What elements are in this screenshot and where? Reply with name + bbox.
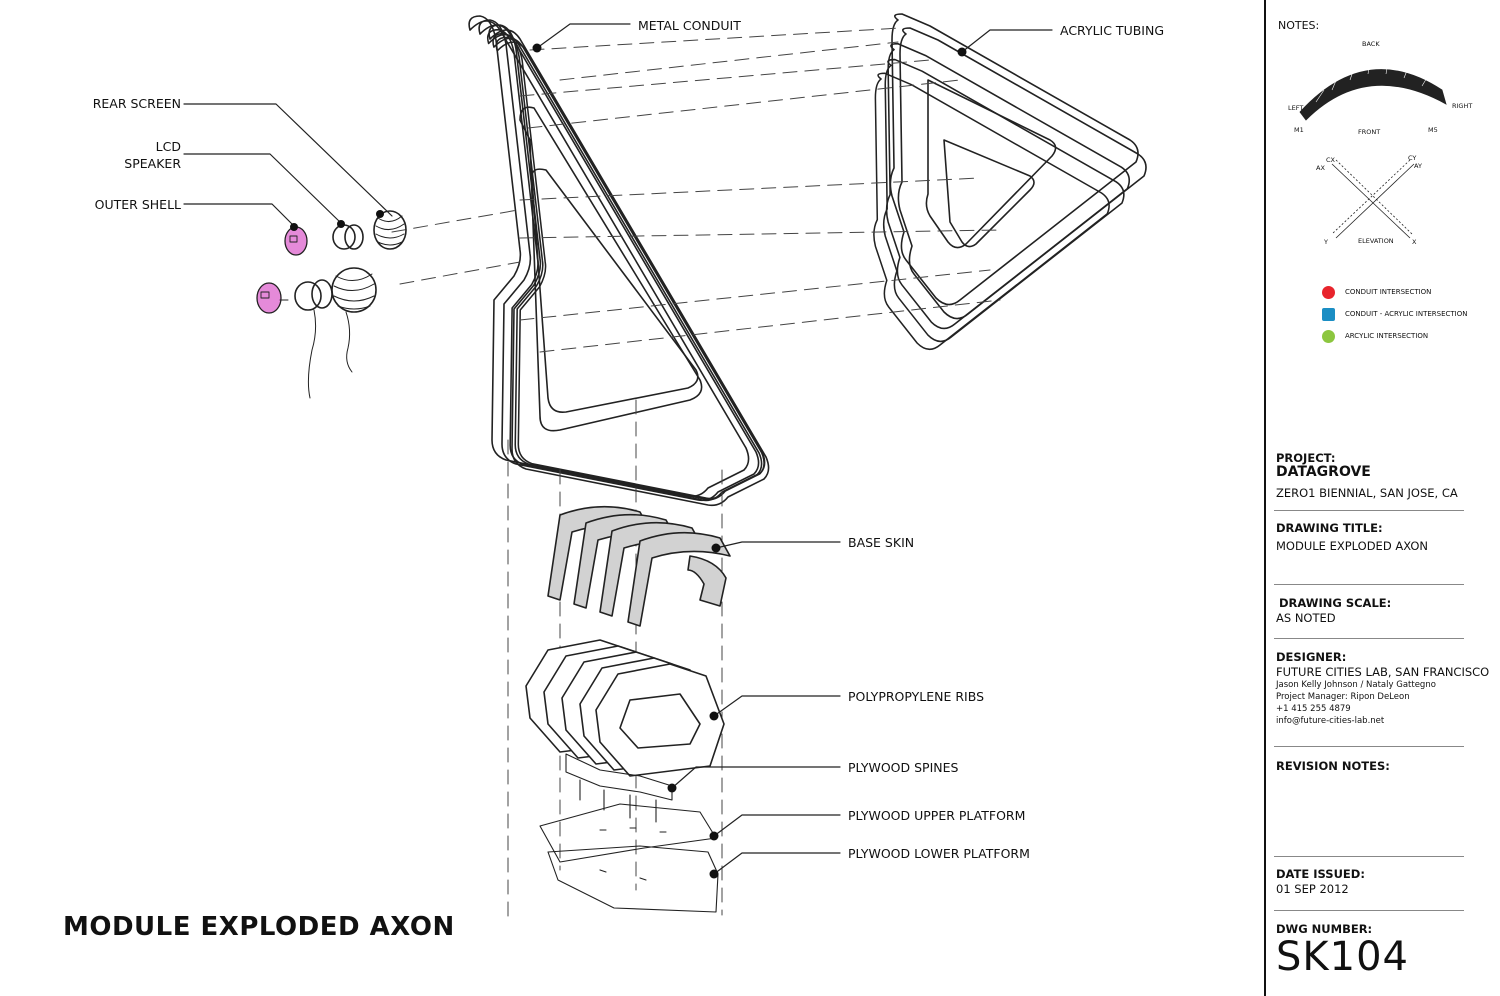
plywood-lower-platform xyxy=(547,845,719,913)
label-lcd: LCD xyxy=(156,139,181,154)
polypropylene-ribs xyxy=(525,639,725,777)
legend-label: CONDUIT INTERSECTION xyxy=(1345,288,1432,296)
elev-cx: CX xyxy=(1326,156,1336,164)
projection-lines xyxy=(391,27,1001,921)
elev-ay: AY xyxy=(1414,162,1422,170)
label-metal-conduit: METAL CONDUIT xyxy=(638,18,741,33)
legend-label: CONDUIT - ACRYLIC INTERSECTION xyxy=(1345,310,1468,318)
plan-m1: M1 xyxy=(1294,126,1304,134)
elev-cy: CY xyxy=(1408,154,1416,162)
legend-swatch xyxy=(1322,329,1335,343)
elevation-diagram: CX AX CY AY Y X ELEVATION xyxy=(1316,154,1422,246)
exploded-axon-drawing: METAL CONDUIT ACRYLIC TUBING REAR SCREEN… xyxy=(93,13,1164,921)
notes-heading: NOTES: xyxy=(1278,19,1320,32)
drawing-scale-value: AS NOTED xyxy=(1276,611,1336,625)
drawing-title-heading: DRAWING TITLE: xyxy=(1276,521,1383,535)
designer-names: Jason Kelly Johnson / Nataly Gattegno xyxy=(1276,680,1436,690)
legend-item: CONDUIT INTERSECTION xyxy=(1322,284,1431,300)
label-rear-screen: REAR SCREEN xyxy=(93,96,181,111)
label-base-skin: BASE SKIN xyxy=(848,535,914,550)
label-speaker: SPEAKER xyxy=(124,156,181,171)
drawing-main-title: MODULE EXPLODED AXON xyxy=(63,912,455,942)
label-polypropylene-ribs: POLYPROPYLENE RIBS xyxy=(848,689,984,704)
label-plywood-spines: PLYWOOD SPINES xyxy=(848,760,959,775)
legend-item: ARCYLIC INTERSECTION xyxy=(1322,328,1428,344)
plywood-spines xyxy=(565,753,673,823)
label-acrylic-tubing: ACRYLIC TUBING xyxy=(1060,23,1164,38)
title-block: NOTES: BACK LEFT RIGHT FRONT M1 M5 CX AX… xyxy=(1264,0,1500,996)
designer-phone: +1 415 255 4879 xyxy=(1276,704,1351,714)
elev-y: Y xyxy=(1323,238,1328,246)
legend-item: CONDUIT - ACRYLIC INTERSECTION xyxy=(1322,306,1468,322)
plywood-upper-platform xyxy=(539,803,717,863)
project-heading: PROJECT: xyxy=(1276,451,1336,465)
label-plywood-lower-platform: PLYWOOD LOWER PLATFORM xyxy=(848,846,1030,861)
leader-dots xyxy=(290,43,967,879)
project-manager: Project Manager: Ripon DeLeon xyxy=(1276,692,1410,702)
dwg-number-value: SK104 xyxy=(1276,934,1409,980)
screen-components xyxy=(256,210,407,399)
dwg-number-heading: DWG NUMBER: xyxy=(1276,922,1373,936)
elev-label: ELEVATION xyxy=(1358,237,1394,245)
date-issued-value: 01 SEP 2012 xyxy=(1276,882,1349,896)
leader-lines xyxy=(183,23,1053,875)
legend-label: ARCYLIC INTERSECTION xyxy=(1345,332,1429,340)
elev-ax: AX xyxy=(1316,164,1325,172)
designer-value: FUTURE CITIES LAB, SAN FRANCISCO xyxy=(1276,665,1490,679)
base-skin xyxy=(547,505,731,627)
date-issued-heading: DATE ISSUED: xyxy=(1276,867,1365,881)
plan-left: LEFT xyxy=(1288,104,1303,112)
plan-back: BACK xyxy=(1362,40,1380,48)
plan-front: FRONT xyxy=(1358,128,1380,136)
label-plywood-upper-platform: PLYWOOD UPPER PLATFORM xyxy=(848,808,1025,823)
plan-right: RIGHT xyxy=(1452,102,1472,110)
drawing-scale-heading: DRAWING SCALE: xyxy=(1279,596,1392,610)
elev-x: X xyxy=(1412,238,1417,246)
designer-heading: DESIGNER: xyxy=(1276,650,1347,664)
metal-conduit-loops xyxy=(468,15,770,507)
acrylic-tubing-loops xyxy=(873,13,1147,351)
legend-swatch xyxy=(1322,285,1335,299)
designer-email: info@future-cities-lab.net xyxy=(1276,716,1385,726)
drawing-title-value: MODULE EXPLODED AXON xyxy=(1276,539,1428,553)
module-plan-diagram: BACK LEFT RIGHT FRONT M1 M5 xyxy=(1288,40,1472,136)
revision-notes-heading: REVISION NOTES: xyxy=(1276,759,1390,773)
project-name: DATAGROVE xyxy=(1276,464,1371,480)
label-outer-shell: OUTER SHELL xyxy=(95,197,181,212)
plan-m5: M5 xyxy=(1428,126,1438,134)
project-location: ZERO1 BIENNIAL, SAN JOSE, CA xyxy=(1276,486,1458,500)
legend-swatch xyxy=(1322,307,1335,321)
